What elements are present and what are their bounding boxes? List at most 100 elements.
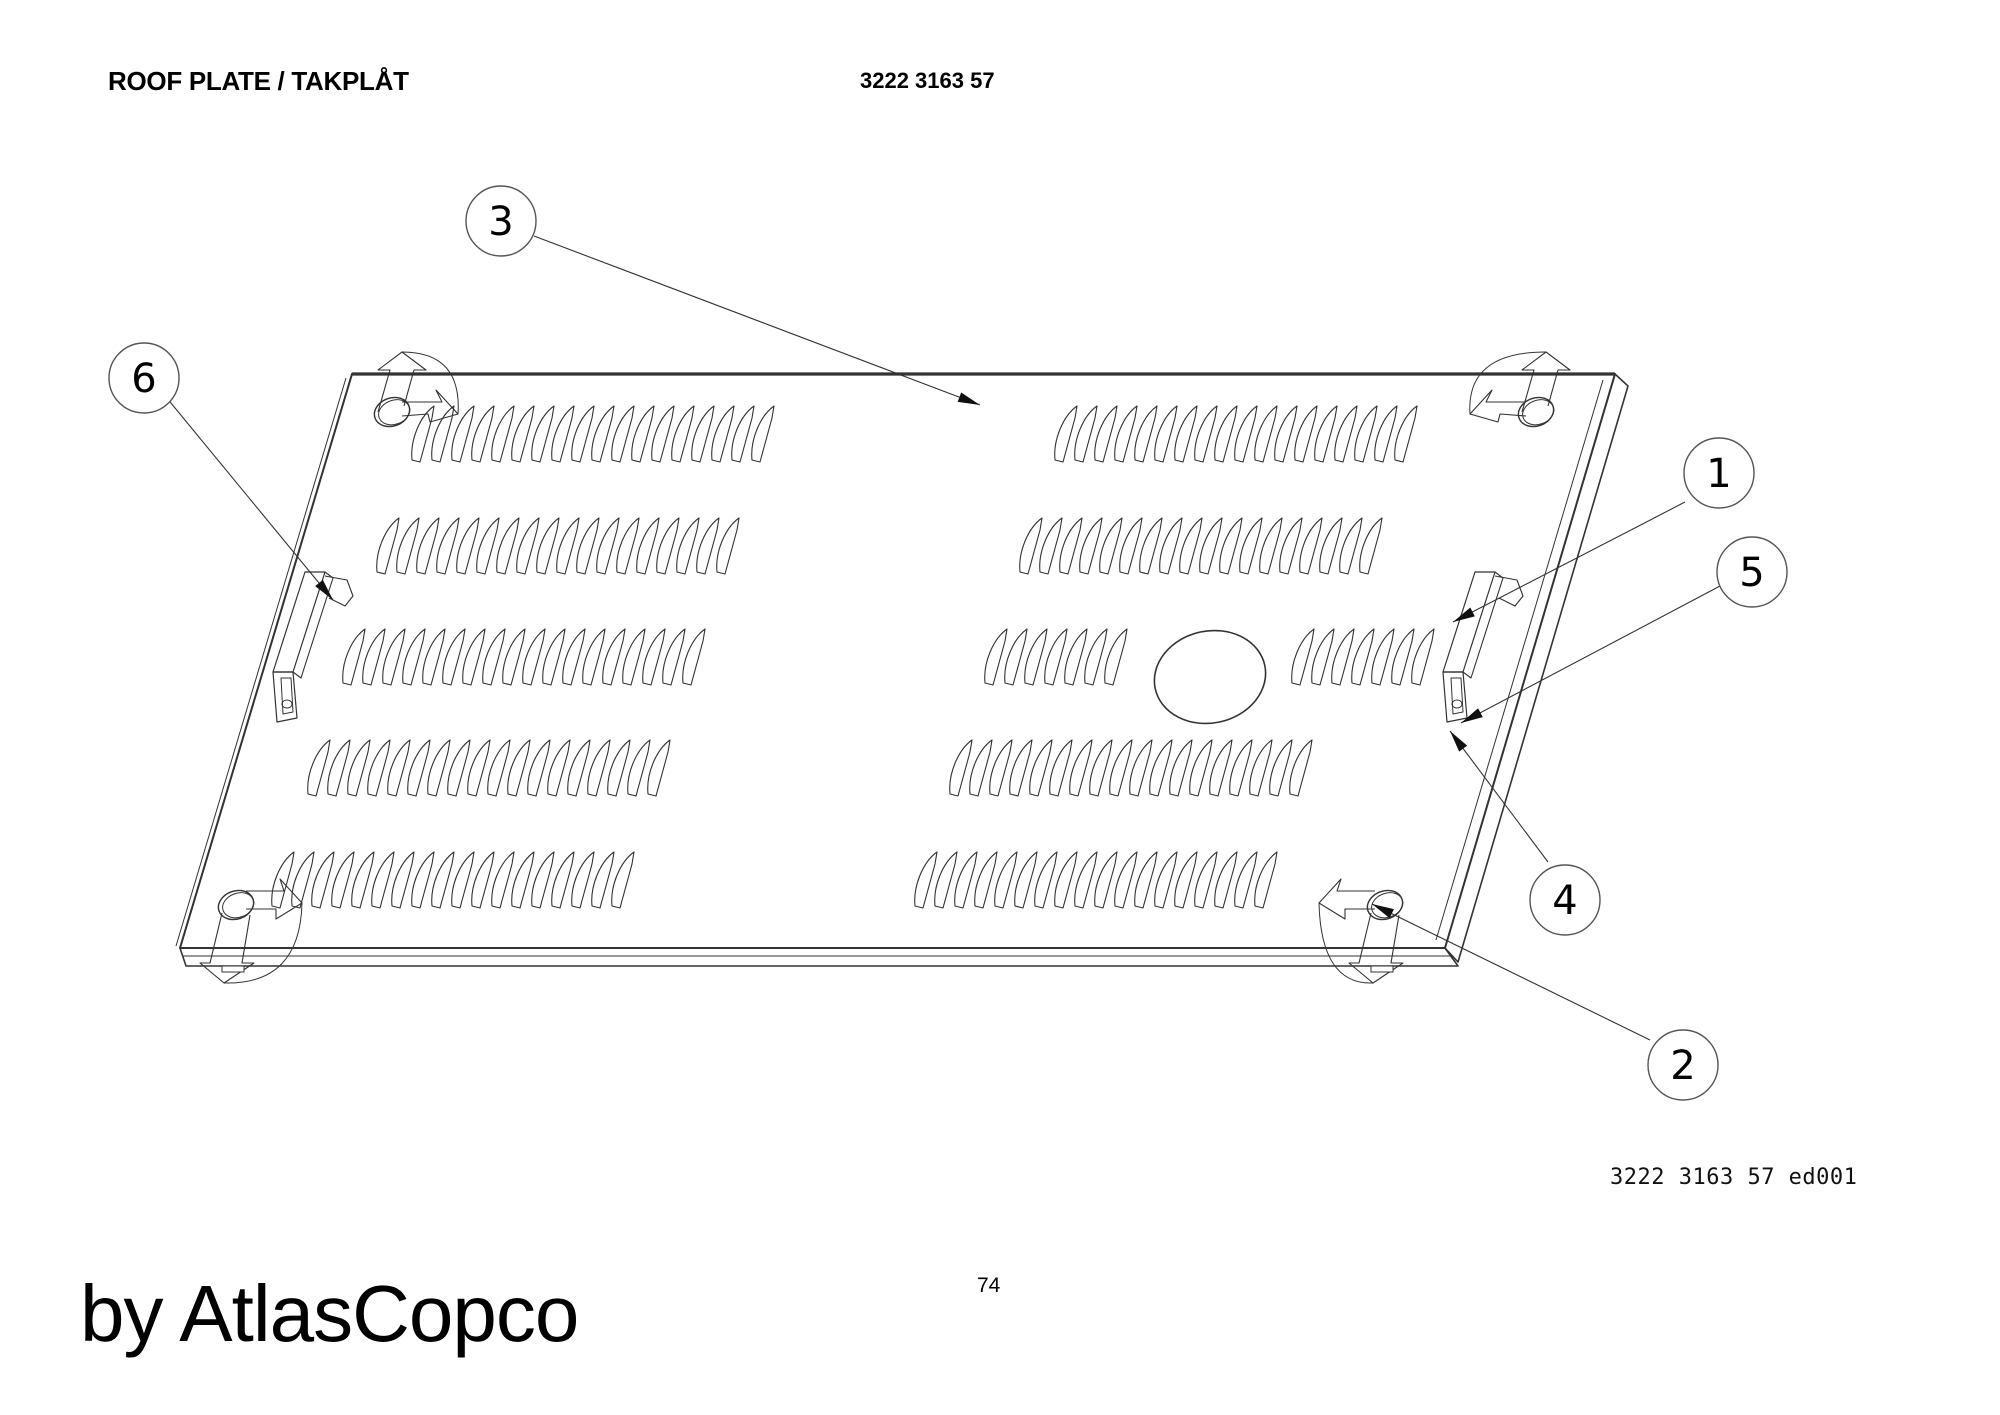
- leader-3: [533, 235, 981, 406]
- clip-left: [272, 571, 354, 723]
- rotation-arrow-side: [1318, 878, 1375, 920]
- page-title: ROOF PLATE / TAKPLÅT: [108, 66, 409, 96]
- vent-slot: [1289, 739, 1313, 797]
- leader-1: [1452, 501, 1686, 623]
- plate-right-inner: [1435, 379, 1604, 941]
- balloon-circle: [1716, 536, 1788, 608]
- corner-feet: [199, 351, 1571, 984]
- vent-slot: [1394, 405, 1418, 463]
- vent-slot: [1034, 851, 1058, 909]
- vent-slot: [1099, 517, 1123, 575]
- vent-slot: [1179, 517, 1203, 575]
- vent-slot: [591, 851, 615, 909]
- vent-slot: [611, 851, 635, 909]
- vent-slot: [914, 851, 938, 909]
- balloon-label: 1: [1706, 451, 1731, 497]
- vent-slot: [1054, 405, 1078, 463]
- vent-slot: [542, 628, 566, 686]
- vent-slot: [1291, 628, 1315, 686]
- vent-slot: [1104, 628, 1128, 686]
- leader-4: [1449, 730, 1549, 863]
- vent-slot: [1259, 517, 1283, 575]
- vent-slot: [751, 405, 775, 463]
- vent-slot: [716, 517, 740, 575]
- vent-slot: [647, 739, 671, 797]
- vent-slot: [1411, 628, 1435, 686]
- vent-slot: [1299, 517, 1323, 575]
- vent-slot: [627, 739, 651, 797]
- vent-slot: [1359, 517, 1383, 575]
- vent-slot: [491, 851, 515, 909]
- vent-slot: [662, 628, 686, 686]
- vent-slot: [1239, 517, 1263, 575]
- vent-slot: [1214, 405, 1238, 463]
- vent-slot: [491, 405, 515, 463]
- brand-logo-text: by AtlasCopco: [80, 1269, 579, 1358]
- vent-slot: [407, 739, 431, 797]
- vent-slot: [671, 405, 695, 463]
- vent-slot: [631, 405, 655, 463]
- vent-slot: [602, 628, 626, 686]
- vent-slot: [1249, 739, 1273, 797]
- balloon-label: 6: [131, 356, 156, 402]
- vent-slot: [576, 517, 600, 575]
- corner-foot: [373, 351, 459, 428]
- vent-slot: [531, 851, 555, 909]
- vent-slot: [471, 405, 495, 463]
- vent-slot: [1269, 739, 1293, 797]
- leader-5: [1460, 585, 1721, 724]
- vent-slot: [416, 517, 440, 575]
- vent-slot: [1049, 739, 1073, 797]
- leader-2: [1371, 903, 1651, 1041]
- clip-body: [1442, 571, 1496, 673]
- vent-slot: [1044, 628, 1068, 686]
- vent-slot: [567, 739, 591, 797]
- clip-base: [272, 671, 298, 723]
- vent-slot: [551, 851, 575, 909]
- vent-slot: [642, 628, 666, 686]
- balloon-4: 4: [1529, 864, 1601, 936]
- balloon-label: 2: [1670, 1043, 1695, 1089]
- vent-slot: [984, 628, 1008, 686]
- vent-slot: [1114, 405, 1138, 463]
- vent-slot: [1219, 517, 1243, 575]
- vent-slot: [1319, 517, 1343, 575]
- vent-slot: [651, 405, 675, 463]
- vent-slot: [496, 517, 520, 575]
- vent-slot: [351, 851, 375, 909]
- balloon-5: 5: [1716, 536, 1788, 608]
- vent-slot: [342, 628, 366, 686]
- vent-slot: [1279, 517, 1303, 575]
- vent-slot: [1371, 628, 1395, 686]
- vent-slot: [1149, 739, 1173, 797]
- vent-slot: [362, 628, 386, 686]
- vent-slot: [1214, 851, 1238, 909]
- vent-slot: [691, 405, 715, 463]
- vent-slot: [556, 517, 580, 575]
- foot-pin-rim: [1522, 399, 1555, 426]
- vent-slot: [1089, 739, 1113, 797]
- vent-slot: [969, 739, 993, 797]
- vent-slot: [934, 851, 958, 909]
- vent-slot: [1079, 517, 1103, 575]
- vent-slot: [1019, 517, 1043, 575]
- vent-slot: [571, 851, 595, 909]
- vent-slot: [1254, 405, 1278, 463]
- vent-slot: [596, 517, 620, 575]
- balloon-1: 1: [1683, 437, 1755, 509]
- rotation-arrow-side: [1469, 389, 1527, 423]
- vent-slot: [382, 628, 406, 686]
- vent-slot: [387, 739, 411, 797]
- vent-slot: [427, 739, 451, 797]
- vent-slot: [507, 739, 531, 797]
- vent-slot: [331, 851, 355, 909]
- vent-slot: [711, 405, 735, 463]
- vent-slot: [607, 739, 631, 797]
- leader-5-arrowhead: [1461, 708, 1483, 723]
- side-clips: [272, 571, 1524, 723]
- vent-slot: [1084, 628, 1108, 686]
- vent-slot: [1134, 851, 1158, 909]
- balloon-circle: [1529, 864, 1601, 936]
